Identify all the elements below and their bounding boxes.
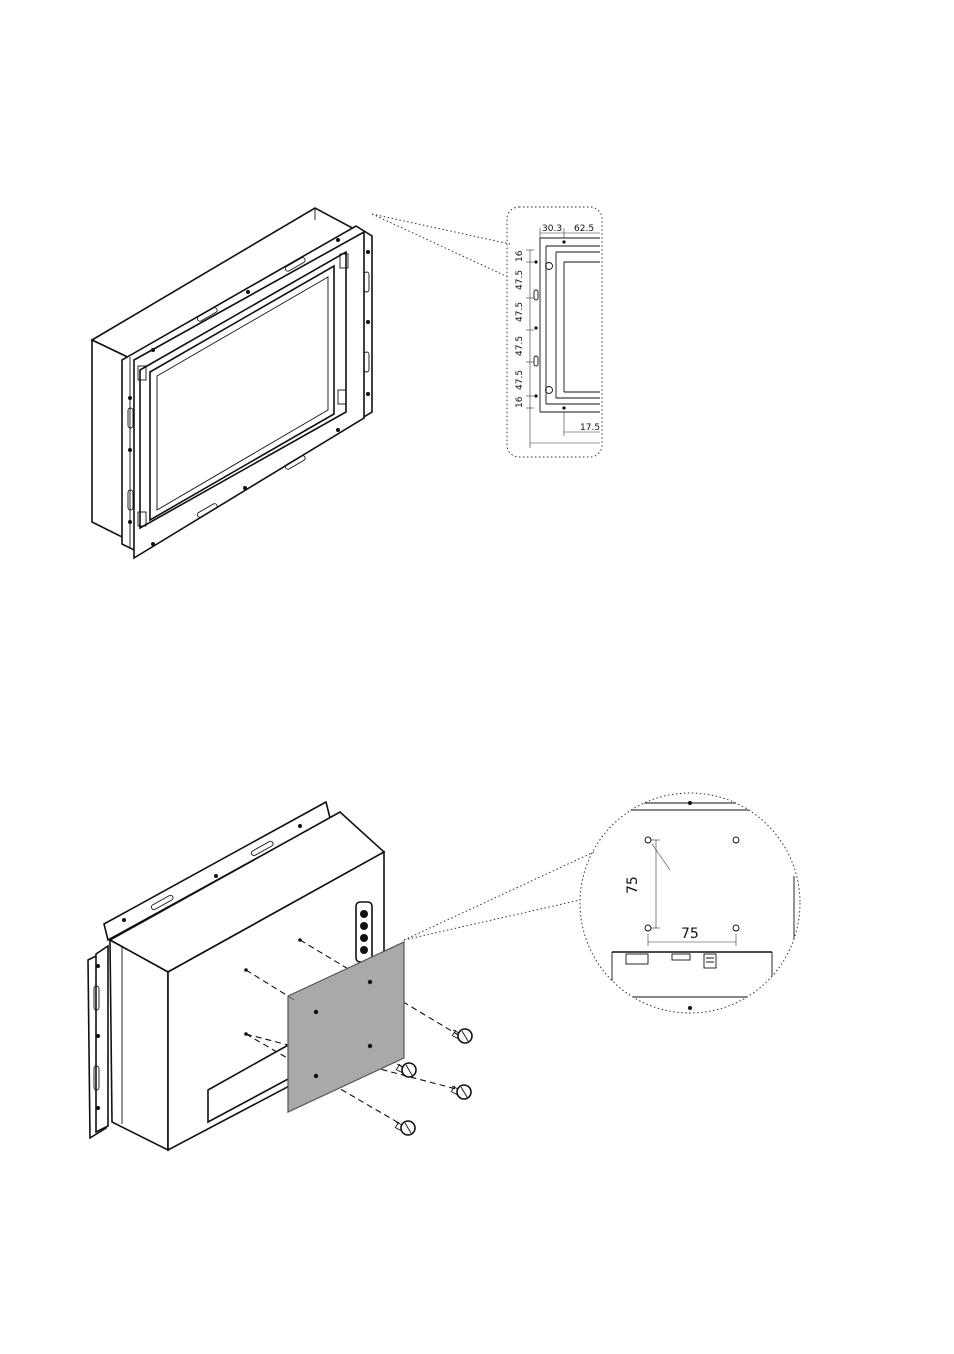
vesa-mount-figure xyxy=(88,802,594,1150)
dim-47-5-c: 47.5 xyxy=(515,336,525,356)
osd-button-icon xyxy=(360,922,368,930)
dim-62-5: 62.5 xyxy=(574,224,594,234)
osd-button-icon xyxy=(360,946,368,954)
dim-47-5-a: 47.5 xyxy=(515,270,525,290)
dim-30-3: 30.3 xyxy=(542,224,562,234)
dim-17-5: 17.5 xyxy=(580,423,600,433)
dim-47-5-d: 47.5 xyxy=(515,370,525,390)
vesa-dim-horizontal: 75 xyxy=(681,926,699,942)
vesa-detail-callout: 75 75 xyxy=(560,793,820,1013)
screw-icon xyxy=(395,1121,415,1135)
osd-button-icon xyxy=(360,910,368,918)
vesa-dim-vertical: 75 xyxy=(625,876,641,894)
panel-mount-monitor-figure xyxy=(92,208,510,558)
screw-icon xyxy=(452,1029,472,1043)
dim-47-5-b: 47.5 xyxy=(515,302,525,322)
frame-detail-callout: 30.3 62.5 16 47.5 47.5 47.5 47.5 16 17.5 xyxy=(507,207,602,457)
osd-button-icon xyxy=(360,934,368,942)
screw-icon xyxy=(451,1085,471,1099)
dim-16-bottom: 16 xyxy=(515,396,525,408)
screw-icon xyxy=(396,1063,416,1077)
dim-16-top: 16 xyxy=(515,250,525,262)
